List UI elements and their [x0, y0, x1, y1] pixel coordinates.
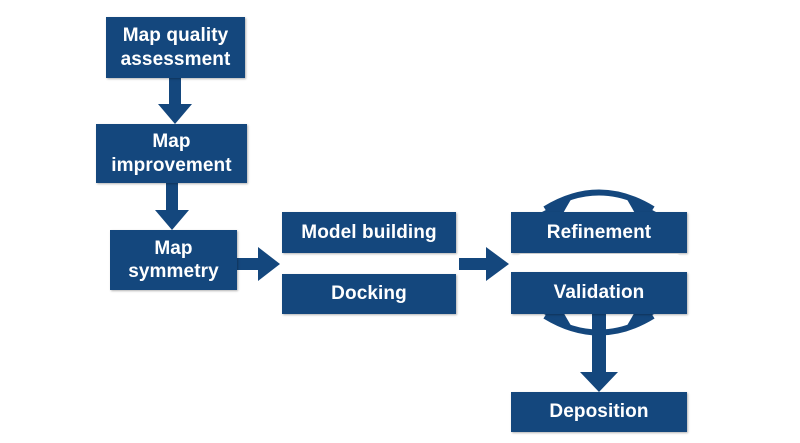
arrow-improvement-to-symmetry	[155, 183, 189, 230]
node-validation[interactable]: Validation	[511, 272, 687, 314]
arrow-symmetry-to-building	[237, 247, 280, 281]
node-label-line2: symmetry	[128, 261, 219, 282]
node-map-quality-assessment[interactable]: Map quality assessment	[106, 17, 245, 78]
node-model-building[interactable]: Model building	[282, 212, 456, 253]
node-label-line1: Refinement	[546, 221, 652, 243]
node-label-line2: assessment	[120, 48, 231, 70]
cycle-arc-top-arrowhead-right	[625, 196, 656, 217]
arrow-validation-to-deposition	[580, 314, 618, 392]
node-docking[interactable]: Docking	[282, 274, 456, 314]
node-label-line1: Deposition	[549, 401, 649, 423]
node-label-line1: Map quality	[122, 25, 229, 47]
cycle-arc-top-arrowhead-left	[542, 196, 573, 217]
refinement-validation-separator	[518, 254, 680, 271]
node-deposition[interactable]: Deposition	[511, 392, 687, 432]
node-map-improvement[interactable]: Map improvement	[96, 124, 247, 183]
node-label-line1: Model building	[301, 221, 437, 243]
node-label-line1: Docking	[331, 283, 407, 305]
node-label-line2: improvement	[111, 154, 232, 176]
node-label-line1: Validation	[553, 282, 645, 304]
node-map-symmetry[interactable]: Map symmetry	[110, 230, 237, 290]
arrow-quality-to-improvement	[158, 78, 192, 124]
node-refinement[interactable]: Refinement	[511, 212, 687, 253]
arrow-building-to-refinement	[459, 247, 509, 281]
node-label-line1: Map	[154, 237, 193, 259]
node-label-line1: Map	[152, 131, 191, 153]
cycle-arc-top	[543, 189, 655, 212]
